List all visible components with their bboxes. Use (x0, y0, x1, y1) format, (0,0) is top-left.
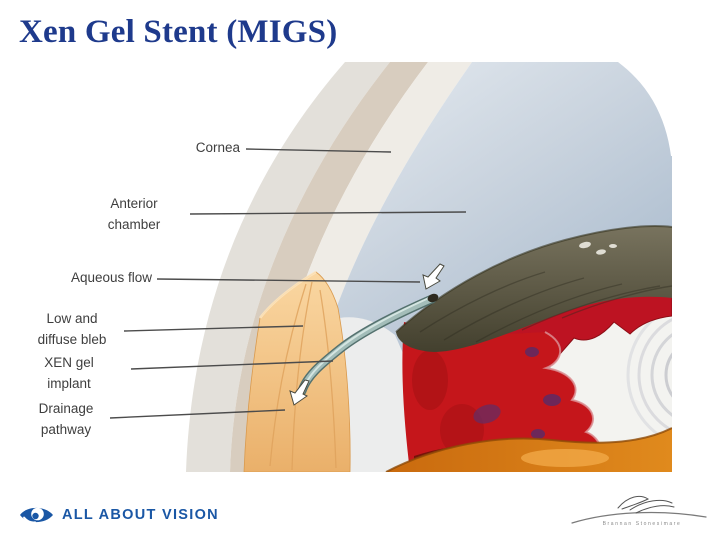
label-xen-implant: XEN gel implant (28, 352, 110, 394)
chamber-corner-highlight (618, 62, 672, 156)
leader-line-cornea (245, 148, 392, 153)
red-shade-1 (412, 350, 448, 410)
outflow-arrow (289, 379, 310, 406)
illustrator-signature (571, 495, 707, 524)
label-xen-line2: implant (47, 376, 91, 391)
iris-texture (419, 271, 672, 343)
all-about-vision-logo: ALL ABOUT VISION (18, 500, 219, 530)
leader-line-aqueous-flow (156, 278, 421, 283)
label-xen-line1: XEN gel (44, 355, 94, 370)
xen-stent-tube (297, 294, 437, 396)
label-aqueous-text: Aqueous flow (70, 270, 152, 285)
flap-streaks (269, 281, 337, 471)
label-bleb-line1: Low and (46, 311, 98, 326)
iris-highlight-specks (579, 241, 617, 255)
purple-spot-1 (525, 347, 539, 357)
choroid-highlight (521, 449, 609, 467)
flap-top-highlight (259, 270, 317, 319)
label-anterior-line2: chamber (107, 217, 161, 232)
lens-rings (626, 299, 672, 451)
page-title: Xen Gel Stent (MIGS) (19, 14, 338, 50)
label-bleb: Low and diffuse bleb (22, 308, 122, 350)
cornea-outer-band (186, 62, 390, 472)
leader-line-xen-implant (130, 360, 334, 370)
illustration-body (180, 62, 672, 472)
signature-name: Brannan Stonesimare (602, 521, 682, 527)
eye-icon (20, 507, 53, 524)
leader-line-anterior-chamber (189, 211, 467, 215)
brand-text: ALL ABOUT VISION (62, 507, 219, 523)
label-cornea-text: Cornea (195, 140, 240, 155)
stent-entry-hole (427, 293, 439, 303)
aqueous-flow-arrow (422, 263, 445, 290)
leader-line-bleb (123, 325, 304, 332)
ciliary-body-lobe-rims (542, 331, 601, 465)
leader-lines (109, 148, 467, 419)
label-bleb-line2: diffuse bleb (37, 332, 107, 347)
iris-top-edge (395, 225, 672, 333)
label-aqueous-flow: Aqueous flow (40, 267, 152, 288)
ciliary-body-mass (402, 322, 601, 472)
label-drainage-line2: pathway (40, 422, 92, 437)
label-anterior-chamber: Anterior chamber (80, 193, 188, 235)
leader-line-drainage (109, 409, 286, 419)
iris (396, 226, 672, 352)
label-drainage: Drainage pathway (24, 398, 108, 440)
purple-spot-4 (473, 404, 501, 424)
choroid-ridge (385, 427, 672, 472)
label-drainage-line1: Drainage (38, 401, 94, 416)
purple-spot-2 (543, 394, 561, 406)
label-anterior-line1: Anterior (110, 196, 158, 211)
label-cornea: Cornea (160, 137, 240, 158)
purple-spot-3 (531, 429, 545, 439)
